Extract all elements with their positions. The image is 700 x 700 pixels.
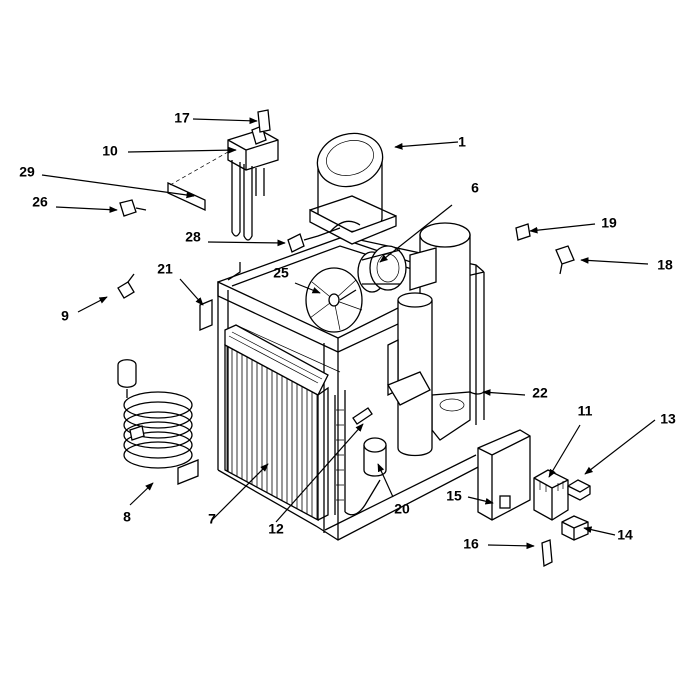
callout-12: 12 xyxy=(268,521,284,537)
bin-thermostat-probe xyxy=(352,407,373,425)
compressor xyxy=(309,132,397,245)
fan-motor xyxy=(357,245,407,293)
callout-labels: 1 6 7 8 9 10 11 12 13 14 15 16 17 18 19 … xyxy=(19,110,676,552)
callout-7: 7 xyxy=(208,511,216,527)
callout-26: 26 xyxy=(32,194,48,210)
relay xyxy=(561,515,589,541)
callout-19: 19 xyxy=(601,215,617,231)
callout-8: 8 xyxy=(123,509,131,525)
callout-13: 13 xyxy=(660,411,676,427)
water-valve-assembly xyxy=(167,109,279,241)
solenoid-valve xyxy=(555,245,575,275)
callout-29: 29 xyxy=(19,164,35,180)
strainer xyxy=(287,227,341,253)
callout-15: 15 xyxy=(446,488,462,504)
auger-tube xyxy=(387,292,433,457)
callout-28: 28 xyxy=(185,229,201,245)
callout-11: 11 xyxy=(578,403,593,419)
callout-9: 9 xyxy=(61,308,69,324)
callout-18: 18 xyxy=(657,257,673,273)
accumulator xyxy=(363,437,387,477)
callout-10: 10 xyxy=(102,143,118,159)
control-box xyxy=(477,429,531,521)
callout-21: 21 xyxy=(157,261,173,277)
wire-harness xyxy=(469,391,485,395)
callout-22: 22 xyxy=(532,385,548,401)
callout-20: 20 xyxy=(394,501,410,517)
callout-1: 1 xyxy=(458,134,466,150)
fuse xyxy=(541,539,553,568)
float-switch xyxy=(117,273,135,299)
water-coil xyxy=(117,359,199,485)
callout-25: 25 xyxy=(273,265,289,281)
callout-14: 14 xyxy=(617,527,633,543)
callout-arrows xyxy=(41,117,656,550)
condenser xyxy=(224,324,341,522)
callout-17: 17 xyxy=(174,110,190,126)
inlet-valve xyxy=(119,199,147,217)
pressure-switch xyxy=(515,223,531,241)
contactor xyxy=(533,469,569,521)
bracket xyxy=(199,299,213,331)
callout-6: 6 xyxy=(471,180,479,196)
terminal-block xyxy=(567,479,591,501)
callout-16: 16 xyxy=(463,536,479,552)
condenser-fan xyxy=(305,267,363,333)
